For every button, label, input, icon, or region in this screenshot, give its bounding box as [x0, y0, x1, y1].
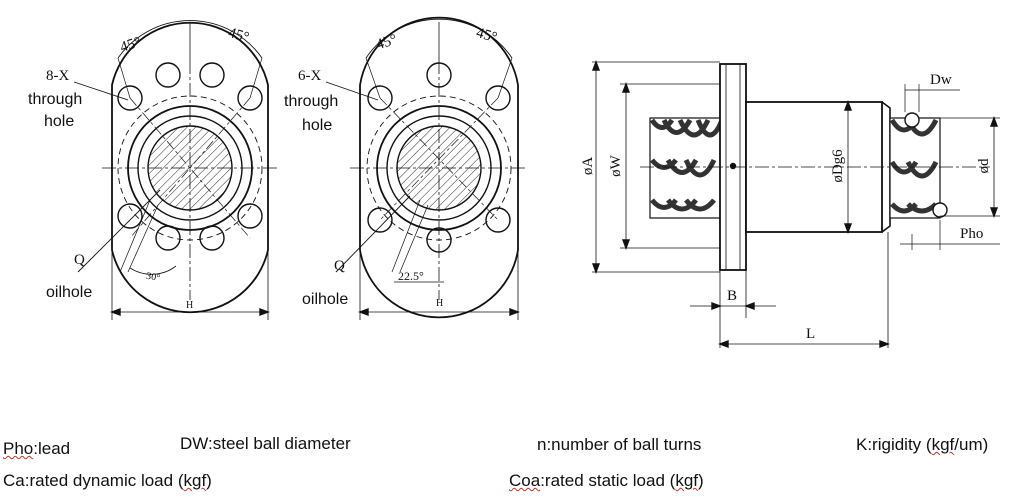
angle-label: 45° [474, 25, 499, 46]
hole-spec-label: 6-X [298, 68, 321, 84]
angle-label: 45° [374, 32, 399, 54]
legend-static-load: Coa:rated static load (kgf) [509, 471, 704, 491]
left-flange-labels: 45° 45° 8-X through hole Q oilhole 30° H [28, 25, 251, 311]
legend-pho-word: Pho [3, 439, 34, 458]
bolt-hole [367, 85, 393, 111]
bolt-hole [155, 225, 181, 251]
through-label: through [28, 91, 82, 108]
bolt-hole [237, 203, 263, 229]
bolt-hole [155, 62, 181, 88]
left-flange-view [73, 20, 278, 320]
dim-B-label: B [727, 288, 737, 304]
dim-Dw-label: Dw [930, 72, 952, 88]
legend-k-tail: /um) [954, 435, 989, 454]
bolt-hole [485, 85, 511, 111]
dim-W-label: øW [608, 154, 624, 177]
legend-coa-unit: kgf [675, 471, 698, 490]
legend-ball-turns: n:number of ball turns [537, 435, 702, 454]
dim-Dg6-label: øDg6 [830, 149, 846, 183]
bolt-hole [237, 85, 263, 111]
bolt-hole [117, 203, 143, 229]
through-label: through [284, 93, 338, 110]
width-label: H [436, 298, 443, 309]
legend-dynamic-load: Ca:rated dynamic load (kgf) [3, 471, 212, 491]
bolt-holes [117, 62, 263, 251]
angle-label: 45° [118, 34, 143, 56]
legend-lead: Pho:lead [3, 439, 70, 459]
legend-pho-text: :lead [33, 439, 71, 458]
legend-coa-tail: ) [698, 471, 704, 490]
side-view-labels: øA øW øDg6 ød Dw Pho B L [580, 72, 992, 342]
legend-ca-tail: ) [206, 471, 212, 490]
oilhole-mark: Q [74, 252, 85, 268]
oilhole-label: oilhole [46, 284, 92, 301]
dim-L-label: L [806, 326, 815, 342]
bolt-hole [117, 85, 143, 111]
hole-label: hole [44, 113, 74, 130]
screw-thread-right [889, 112, 948, 219]
bolt-hole [485, 207, 511, 233]
legend-ball-diameter: DW:steel ball diameter [180, 434, 351, 453]
hole-label: hole [302, 117, 332, 134]
legend-k-text: K:rigidity ( [856, 435, 932, 454]
bolt-hole [367, 207, 393, 233]
legend-ca-text: Ca:rated dynamic load ( [3, 471, 184, 490]
hole-spec-label: 8-X [46, 68, 69, 84]
legend-coa-text: :rated static load ( [540, 471, 676, 490]
legend-coa-word: Coa [509, 471, 541, 490]
angle-label: 45° [226, 25, 251, 46]
bolt-hole [199, 62, 225, 88]
legend-ca-unit: kgf [183, 471, 207, 490]
screw-thread-left [649, 117, 725, 219]
oilhole-angle-label: 22.5° [398, 269, 424, 283]
middle-flange-labels: 45° 45° 6-X through hole Q oilhole 22.5°… [284, 25, 499, 309]
nut-side-view [591, 60, 1000, 349]
oilhole-angle-label: 30° [145, 271, 161, 284]
dim-d-label: ød [976, 158, 992, 174]
legend-rigidity: K:rigidity (kgf/um) [856, 435, 988, 455]
legend-k-unit: kgf [931, 435, 955, 454]
oilhole-mark: Q [334, 258, 345, 274]
oilhole-label: oilhole [302, 291, 348, 308]
middle-flange-view [325, 16, 528, 320]
dim-A-label: øA [580, 157, 596, 176]
width-label: H [186, 300, 193, 311]
bolt-hole [199, 225, 225, 251]
dim-Pho-label: Pho [960, 226, 983, 242]
